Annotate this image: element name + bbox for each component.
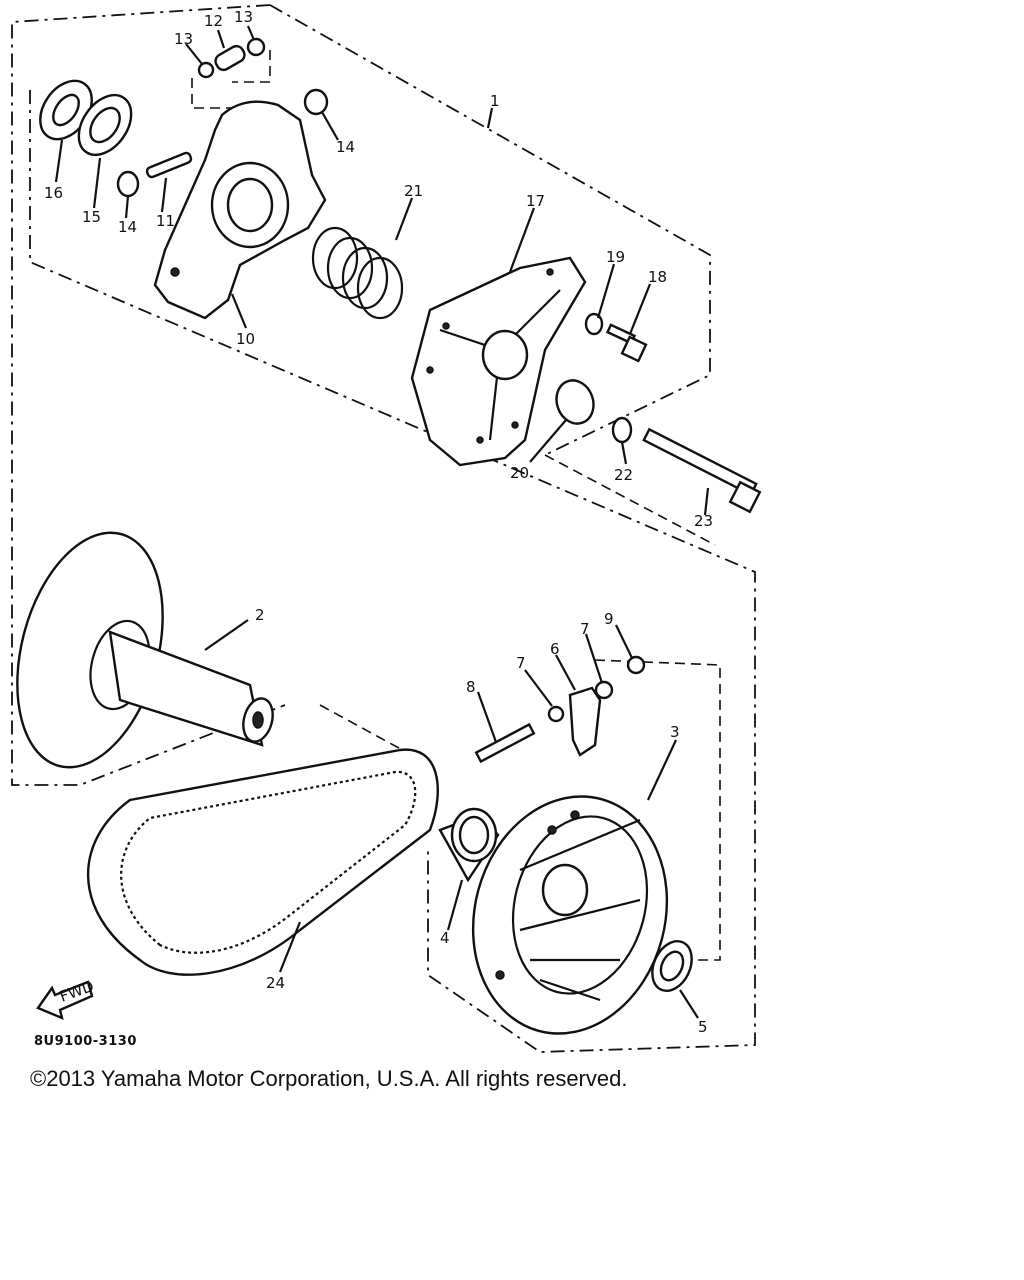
spider-10 bbox=[153, 100, 327, 320]
callout: 15 bbox=[82, 208, 101, 226]
callout: 9 bbox=[604, 610, 614, 628]
washer-19 bbox=[584, 312, 604, 336]
callout: 1 bbox=[490, 92, 500, 110]
belt-24 bbox=[87, 748, 439, 976]
diagram-code: 8U9100-3130 bbox=[34, 1034, 137, 1049]
bushing-4 bbox=[438, 807, 500, 883]
cap-14-right bbox=[303, 88, 329, 116]
callout: 16 bbox=[44, 184, 63, 202]
pin-11 bbox=[145, 151, 193, 179]
callout: 5 bbox=[698, 1018, 708, 1036]
parts-diagram: FWD 1 2 3 4 5 6 7 bbox=[11, 4, 762, 1053]
washer-5 bbox=[651, 940, 693, 992]
callout: 6 bbox=[550, 640, 560, 658]
cap-14-left bbox=[116, 170, 140, 198]
cap-plate-17 bbox=[410, 256, 587, 467]
callout: 13 bbox=[234, 8, 253, 26]
bolt-18 bbox=[605, 323, 648, 363]
fwd-arrow-icon: FWD bbox=[36, 977, 96, 1021]
weight-6 bbox=[568, 686, 602, 757]
sheave-3 bbox=[471, 795, 669, 1035]
washer-22 bbox=[611, 416, 633, 444]
spring-21 bbox=[311, 226, 404, 320]
callout: 11 bbox=[156, 212, 175, 230]
washer-13-right bbox=[246, 37, 266, 57]
pin-8 bbox=[474, 722, 536, 764]
callout: 20 bbox=[510, 464, 529, 482]
callout: 24 bbox=[266, 974, 285, 992]
bolt-23 bbox=[642, 427, 762, 514]
leader-lines bbox=[54, 25, 710, 1019]
callout: 7 bbox=[516, 654, 526, 672]
washer-7-left bbox=[547, 705, 565, 723]
bushing-20 bbox=[555, 379, 595, 425]
callout: 23 bbox=[694, 512, 713, 530]
roller-12 bbox=[214, 44, 246, 72]
sheave-2 bbox=[16, 531, 274, 769]
callout: 19 bbox=[606, 248, 625, 266]
callout: 8 bbox=[466, 678, 476, 696]
callout: 14 bbox=[118, 218, 137, 236]
washer-16 bbox=[39, 79, 93, 141]
callout: 2 bbox=[255, 606, 265, 624]
callout: 22 bbox=[614, 466, 633, 484]
callout: 21 bbox=[404, 182, 423, 200]
washer-15 bbox=[77, 93, 133, 157]
callout: 14 bbox=[336, 138, 355, 156]
callout: 18 bbox=[648, 268, 667, 286]
callout: 13 bbox=[174, 30, 193, 48]
callout: 4 bbox=[440, 929, 450, 947]
callout: 12 bbox=[204, 12, 223, 30]
washer-13-left bbox=[197, 61, 215, 79]
washer-7-right bbox=[594, 680, 614, 700]
nut-9 bbox=[626, 655, 646, 675]
callout: 7 bbox=[580, 620, 590, 638]
callout: 17 bbox=[526, 192, 545, 210]
callouts: 1 2 3 4 5 6 7 7 8 9 10 11 12 13 13 14 14… bbox=[44, 8, 713, 1036]
callout: 3 bbox=[670, 723, 680, 741]
callout: 10 bbox=[236, 330, 255, 348]
copyright-notice: ©2013 Yamaha Motor Corporation, U.S.A. A… bbox=[30, 1066, 628, 1091]
